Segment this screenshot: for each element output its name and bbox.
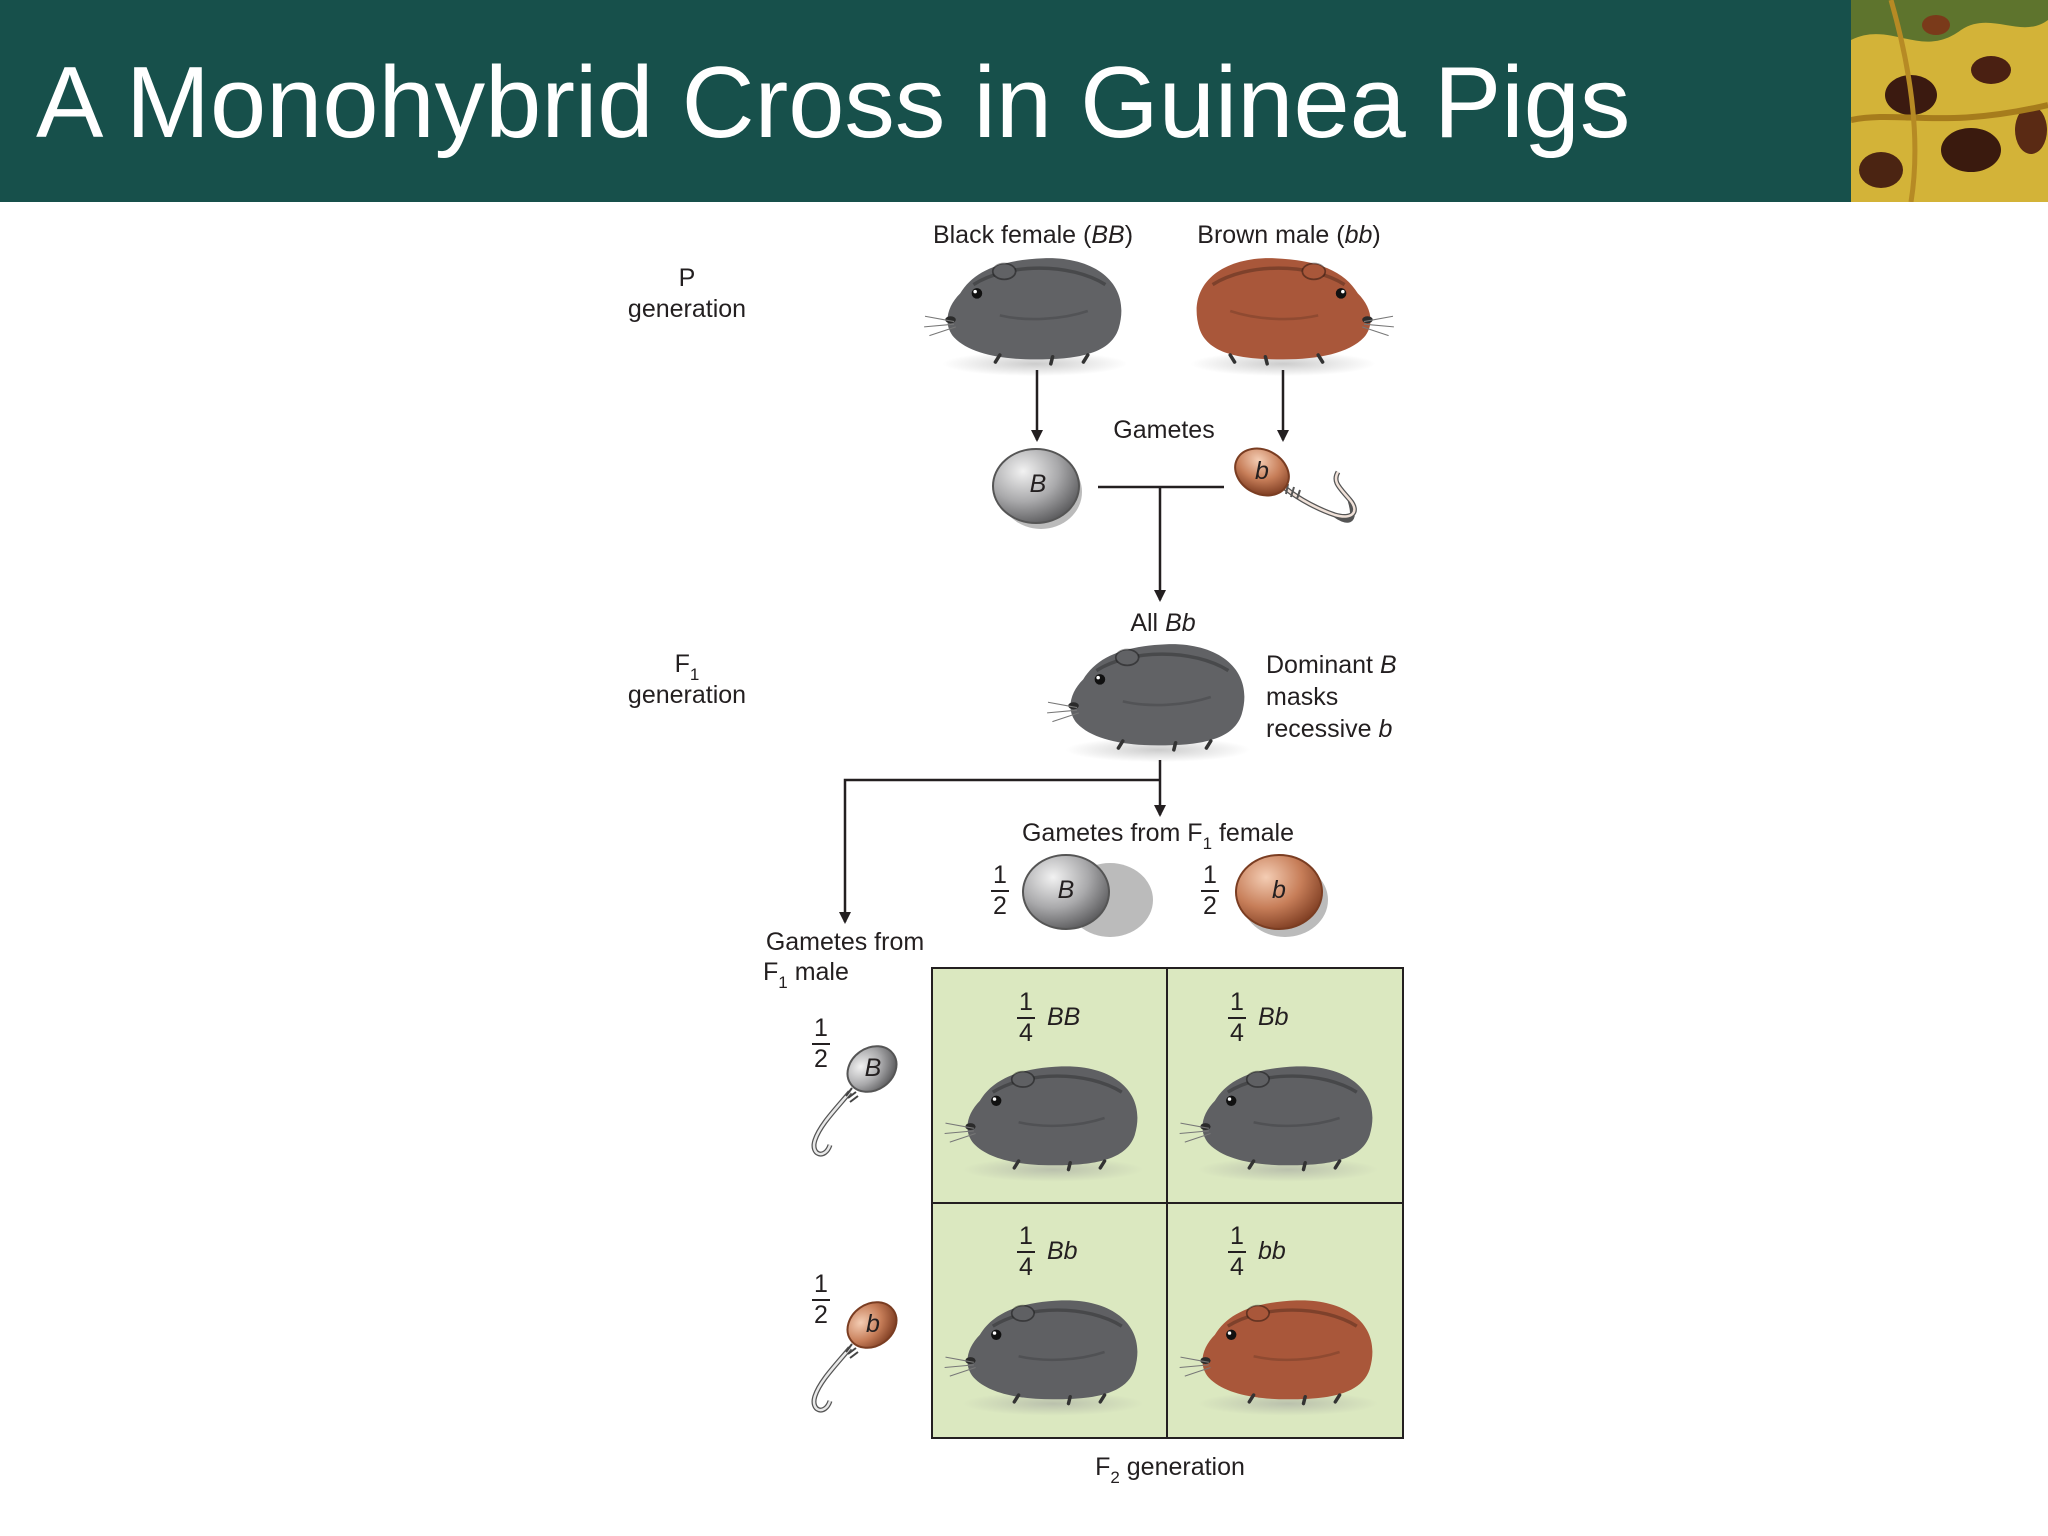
- fraction-denominator: 2: [814, 1301, 828, 1329]
- f1-generation-label-line2: generation: [628, 681, 746, 709]
- fraction-numerator: 1: [1230, 988, 1244, 1016]
- f1-female-gamete-allele-2: b: [1272, 876, 1286, 904]
- gametes-from-f1-female-label: Gametes from F1 female: [1022, 819, 1294, 853]
- gametes-label: Gametes: [1113, 416, 1214, 444]
- dominance-note-line2: masks: [1266, 683, 1338, 711]
- black-female-label: Black female (BB): [933, 221, 1133, 249]
- egg-icon: [1235, 854, 1323, 930]
- sperm-icon: [814, 1088, 858, 1154]
- dominance-note-line3: recessive b: [1266, 715, 1393, 743]
- sperm-icon: [814, 1344, 858, 1410]
- fraction-denominator: 4: [1019, 1253, 1033, 1281]
- gametes-from-f1-male-label-line2: F1 male: [763, 958, 849, 992]
- fraction-numerator: 1: [814, 1270, 828, 1298]
- f1-female-egg-B: 1 2 B: [991, 854, 1153, 937]
- fraction-denominator: 2: [1203, 892, 1217, 920]
- f1-male-gamete-allele-2: b: [866, 1310, 880, 1338]
- fraction-denominator: 4: [1230, 1253, 1244, 1281]
- fraction-denominator: 2: [814, 1045, 828, 1073]
- fraction-numerator: 1: [1019, 1222, 1033, 1250]
- gametes-from-f1-male-label: Gametes from: [766, 928, 924, 956]
- f1-female-egg-b: 1 2 b: [1201, 854, 1328, 937]
- slide-header: A Monohybrid Cross in Guinea Pigs: [0, 0, 2048, 202]
- male-sperm-b-icon: b: [1234, 447, 1357, 523]
- f1-female-gamete-allele-1: B: [1058, 876, 1075, 904]
- punnett-cell-Bb: 1 4 Bb: [1177, 988, 1381, 1184]
- punnett-cell-bb: 1 4 bb: [1177, 1222, 1381, 1418]
- black-female-guinea-pig-icon: [922, 256, 1130, 378]
- f1-black-guinea-pig-icon: [1045, 642, 1253, 764]
- fraction-denominator: 4: [1019, 1019, 1033, 1047]
- fraction-numerator: 1: [993, 861, 1007, 889]
- genotype-label: bb: [1258, 1237, 1286, 1265]
- fraction-numerator: 1: [1019, 988, 1033, 1016]
- leaf-photo-icon: [1851, 0, 2048, 202]
- egg-icon: [1022, 854, 1110, 930]
- punnett-cell-BB: 1 4 BB: [942, 988, 1146, 1184]
- f1-generation-label: F1: [675, 650, 700, 684]
- all-bb-label: All Bb: [1130, 609, 1195, 637]
- female-egg-B-icon: B: [992, 448, 1082, 529]
- female-gamete-allele: B: [1030, 470, 1047, 498]
- f1-male-gamete-allele-1: B: [865, 1054, 882, 1082]
- brown-male-guinea-pig-icon: [1188, 256, 1396, 378]
- fraction-numerator: 1: [814, 1014, 828, 1042]
- p-generation-label-line2: generation: [628, 295, 746, 323]
- fraction-denominator: 2: [993, 892, 1007, 920]
- f1-male-sperm-b: 1 2 b: [812, 1270, 898, 1410]
- genotype-label: BB: [1047, 1003, 1080, 1031]
- male-gamete-allele: b: [1255, 457, 1269, 485]
- slide-title: A Monohybrid Cross in Guinea Pigs: [36, 47, 1631, 159]
- fraction-denominator: 4: [1230, 1019, 1244, 1047]
- fraction-numerator: 1: [1230, 1222, 1244, 1250]
- genotype-label: Bb: [1258, 1003, 1289, 1031]
- genotype-label: Bb: [1047, 1237, 1078, 1265]
- brown-male-label: Brown male (bb): [1197, 221, 1380, 249]
- dominance-note-line1: Dominant B: [1266, 651, 1397, 679]
- f1-male-sperm-B: 1 2 B: [812, 1014, 898, 1154]
- punnett-square: 1 4 BB 1 4 Bb 1 4 Bb 1 4 bb: [931, 967, 1404, 1439]
- punnett-cell-Bb: 1 4 Bb: [942, 1222, 1146, 1418]
- f1-male-gametes-arrow: [839, 778, 1160, 924]
- f2-generation-caption: F2 generation: [1095, 1453, 1245, 1487]
- fraction-numerator: 1: [1203, 861, 1217, 889]
- p-generation-label: P: [679, 264, 696, 292]
